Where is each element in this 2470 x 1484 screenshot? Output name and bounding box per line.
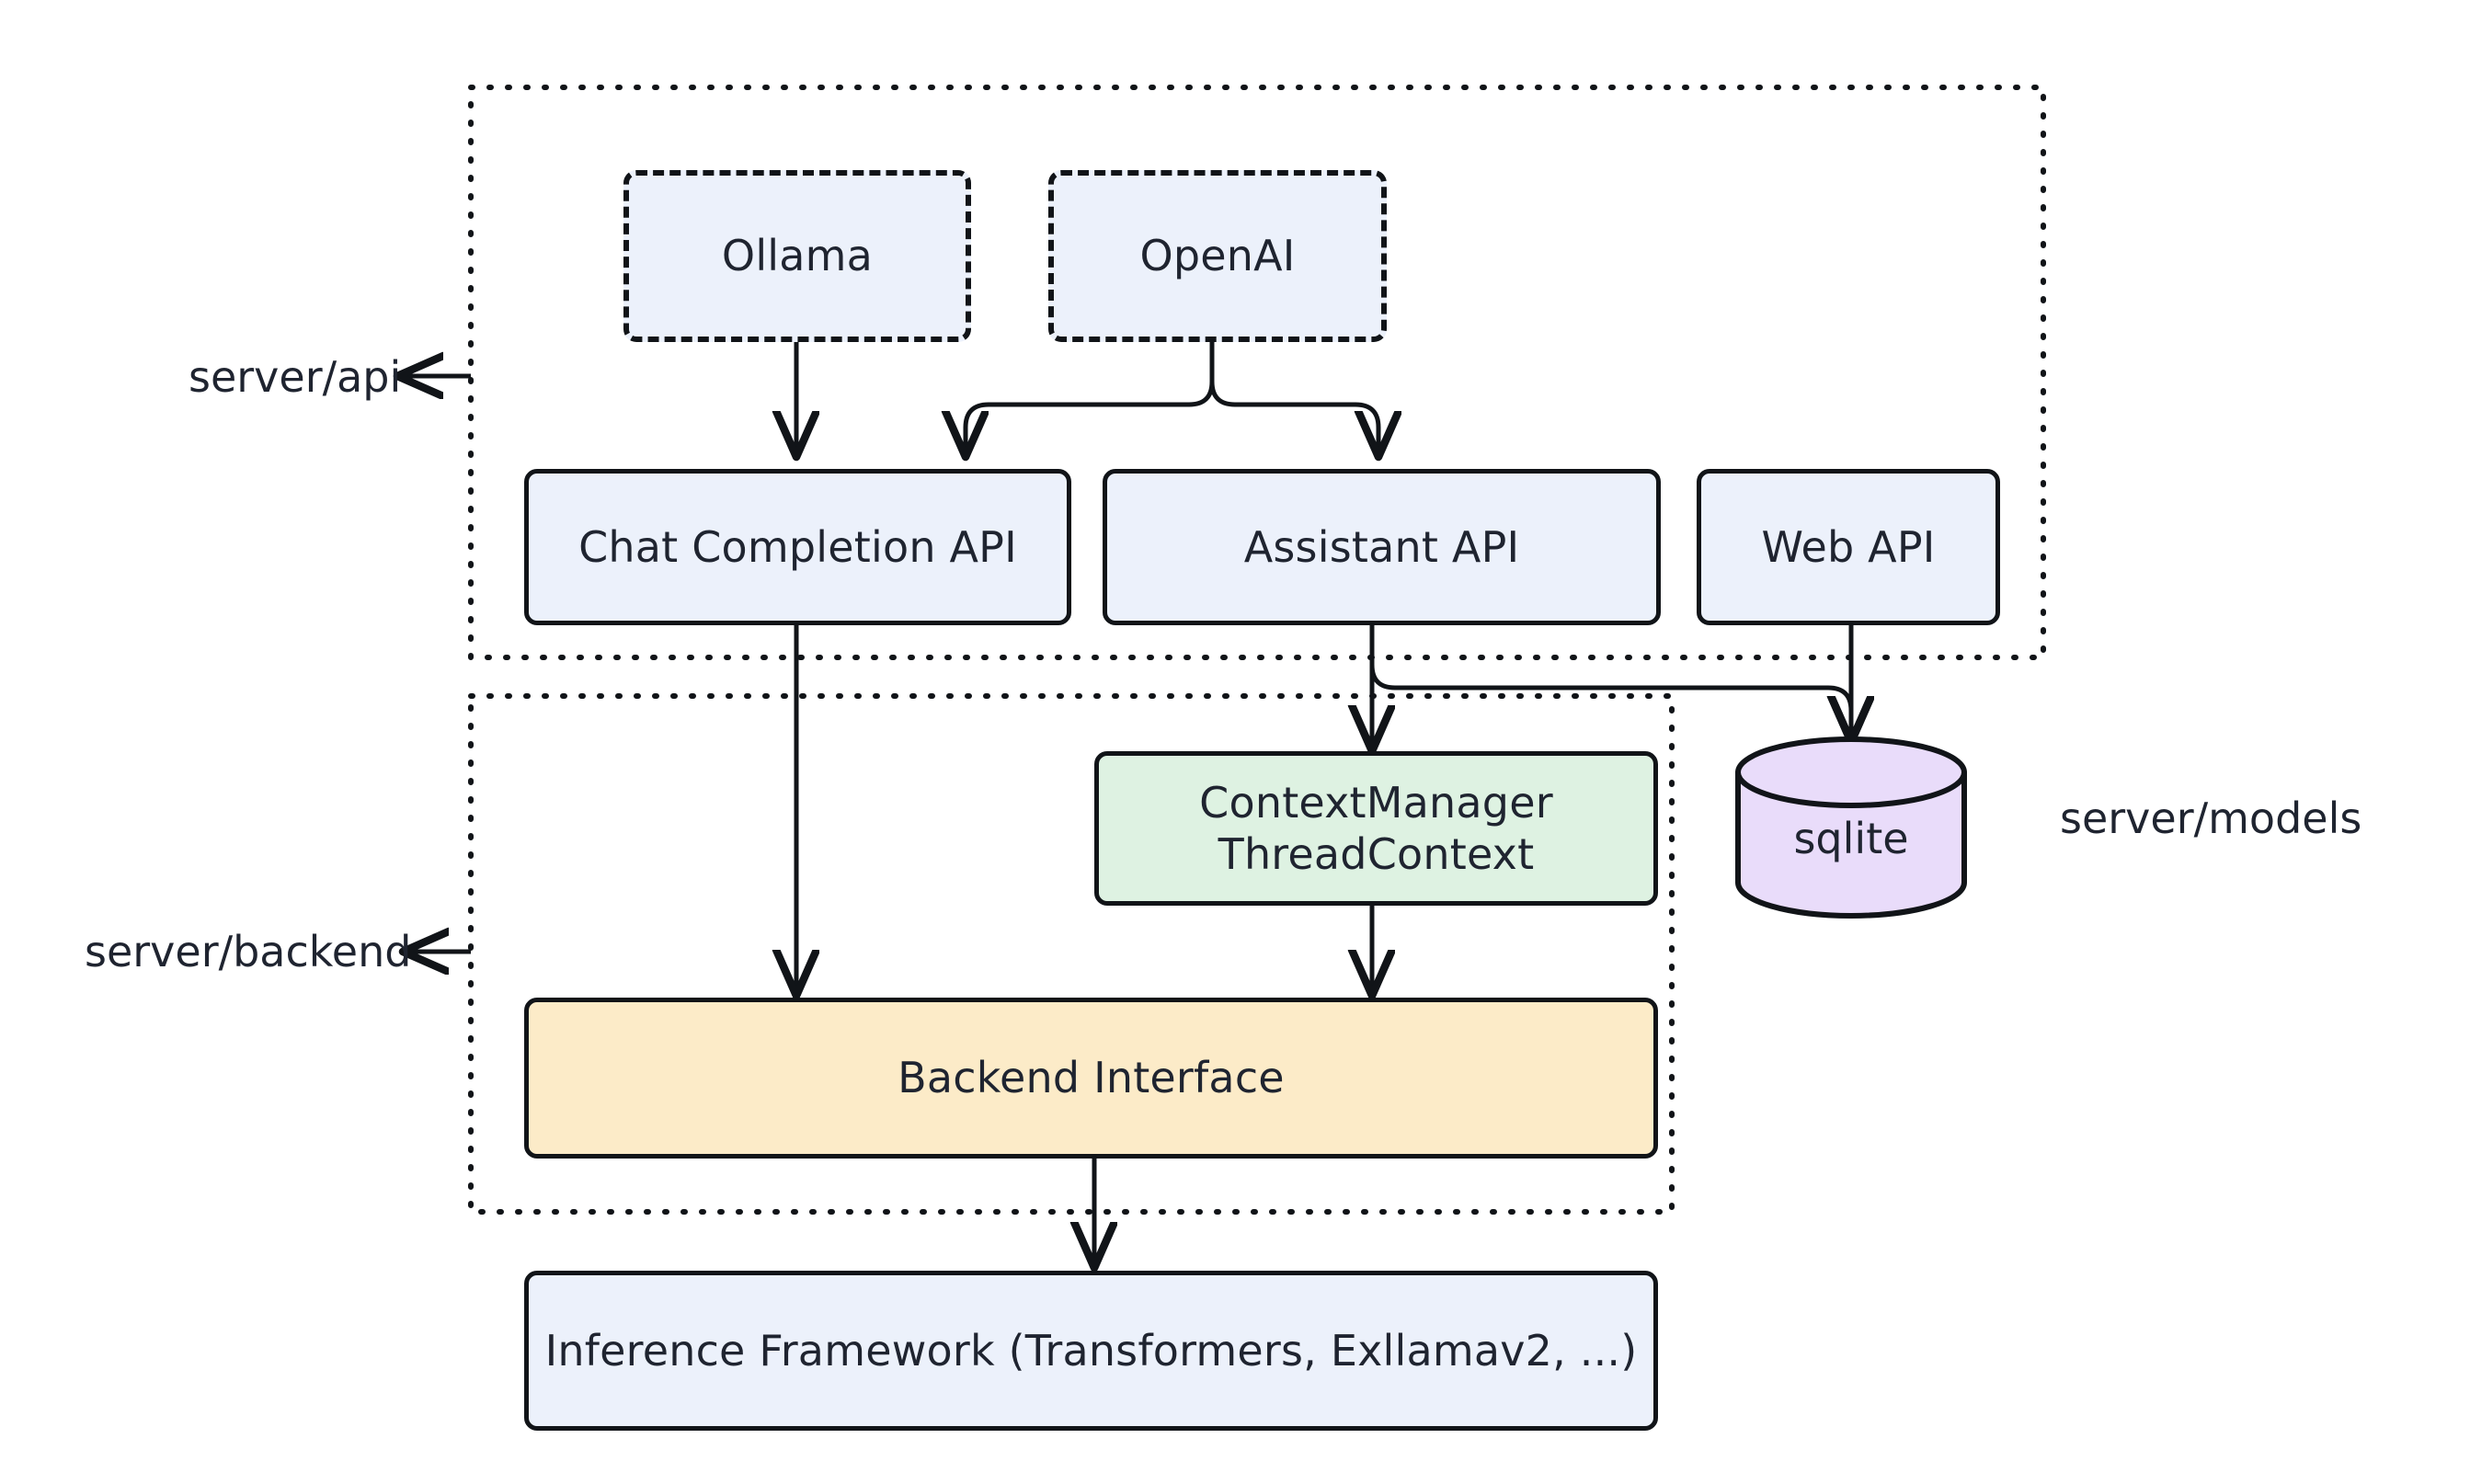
edge-openai-to-assistant-api: [1209, 342, 1378, 452]
edge-openai-to-chat-api: [966, 342, 1215, 452]
node-assistant-api[interactable]: Assistant API: [1103, 469, 1661, 625]
group-label-server-api: server/api: [189, 352, 402, 402]
sqlite-cylinder: [1735, 736, 1967, 919]
node-context-manager-thread-context[interactable]: ContextManager ThreadContext: [1094, 751, 1658, 906]
node-backend-interface[interactable]: Backend Interface: [524, 998, 1658, 1159]
group-label-server-models: server/models: [2060, 793, 2362, 843]
group-box-server-api: [468, 85, 2046, 660]
node-ollama[interactable]: Ollama: [623, 170, 971, 342]
node-openai[interactable]: OpenAI: [1048, 170, 1387, 342]
node-chat-completion-api[interactable]: Chat Completion API: [524, 469, 1071, 625]
node-inference-framework[interactable]: Inference Framework (Transformers, Exlla…: [524, 1271, 1658, 1431]
node-web-api[interactable]: Web API: [1697, 469, 2000, 625]
group-box-server-backend: [468, 693, 1675, 1215]
group-label-server-backend: server/backend: [85, 927, 412, 976]
node-sqlite-label[interactable]: sqlite: [1793, 814, 1909, 863]
